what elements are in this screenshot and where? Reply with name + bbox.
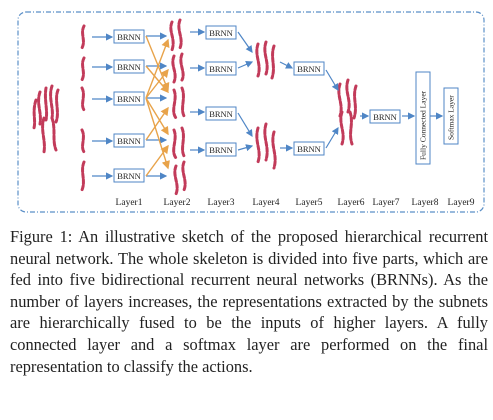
softmax-layer: Softmax Layer bbox=[443, 87, 459, 145]
svg-text:BRNN: BRNN bbox=[297, 64, 321, 74]
diagram-frame bbox=[17, 11, 485, 213]
svg-text:BRNN: BRNN bbox=[373, 112, 397, 122]
svg-text:BRNN: BRNN bbox=[209, 109, 233, 119]
brnn-box-l1-5: BRNN bbox=[113, 168, 145, 183]
svg-text:BRNN: BRNN bbox=[117, 94, 141, 104]
layer6-skeleton bbox=[337, 78, 358, 146]
svg-text:BRNN: BRNN bbox=[209, 145, 233, 155]
layer2-arrows bbox=[145, 32, 170, 180]
part-skeletons bbox=[80, 24, 86, 192]
svg-text:BRNN: BRNN bbox=[117, 171, 141, 181]
svg-text:BRNN: BRNN bbox=[117, 32, 141, 42]
layer6-arrows bbox=[325, 69, 444, 149]
layer-label-9: Layer9 bbox=[448, 198, 475, 208]
layer-label-7: Layer7 bbox=[373, 198, 400, 208]
svg-text:BRNN: BRNN bbox=[297, 144, 321, 154]
brnn-box-l5-1: BRNN bbox=[293, 61, 325, 76]
svg-text:BRNN: BRNN bbox=[117, 136, 141, 146]
svg-text:BRNN: BRNN bbox=[117, 62, 141, 72]
hrnn-diagram: BRNN BRNN BRNN BRNN BRNN BRNN BRNN BRNN … bbox=[17, 11, 485, 213]
svg-text:Fully Connected Layer: Fully Connected Layer bbox=[419, 90, 428, 160]
fully-connected-layer: Fully Connected Layer bbox=[415, 71, 431, 165]
svg-text:BRNN: BRNN bbox=[209, 28, 233, 38]
figure-caption: Figure 1: An illustrative sketch of the … bbox=[10, 227, 488, 376]
brnn-boxes: BRNN BRNN BRNN BRNN BRNN BRNN BRNN BRNN … bbox=[113, 25, 401, 183]
layer-label-8: Layer8 bbox=[412, 198, 439, 208]
input-skeleton bbox=[32, 84, 60, 154]
layer-label-6: Layer6 bbox=[338, 198, 365, 208]
layer-label-5: Layer5 bbox=[296, 198, 323, 208]
brnn-box-l1-2: BRNN bbox=[113, 59, 145, 74]
layer1-arrows bbox=[92, 33, 114, 180]
brnn-box-l3-3: BRNN bbox=[205, 106, 237, 121]
layer3-arrows bbox=[190, 28, 206, 154]
svg-text:Softmax Layer: Softmax Layer bbox=[447, 95, 456, 140]
layer4-parts bbox=[255, 40, 277, 170]
brnn-box-l1-3: BRNN bbox=[113, 91, 145, 106]
brnn-box-l7: BRNN bbox=[369, 109, 401, 124]
layer2-parts bbox=[169, 18, 187, 196]
layer-label-4: Layer4 bbox=[253, 198, 280, 208]
brnn-box-l3-2: BRNN bbox=[205, 61, 237, 76]
brnn-box-l3-4: BRNN bbox=[205, 142, 237, 157]
layer-label-3: Layer3 bbox=[208, 198, 235, 208]
brnn-box-l3-1: BRNN bbox=[205, 25, 237, 40]
brnn-box-l1-4: BRNN bbox=[113, 133, 145, 148]
brnn-box-l5-2: BRNN bbox=[293, 141, 325, 156]
brnn-box-l1-1: BRNN bbox=[113, 29, 145, 44]
layer-labels: Layer1 Layer2 Layer3 Layer4 Layer5 Layer… bbox=[116, 198, 475, 208]
layer-label-2: Layer2 bbox=[164, 198, 191, 208]
layer-label-1: Layer1 bbox=[116, 198, 143, 208]
svg-text:BRNN: BRNN bbox=[209, 64, 233, 74]
layer4-arrows bbox=[237, 31, 294, 152]
